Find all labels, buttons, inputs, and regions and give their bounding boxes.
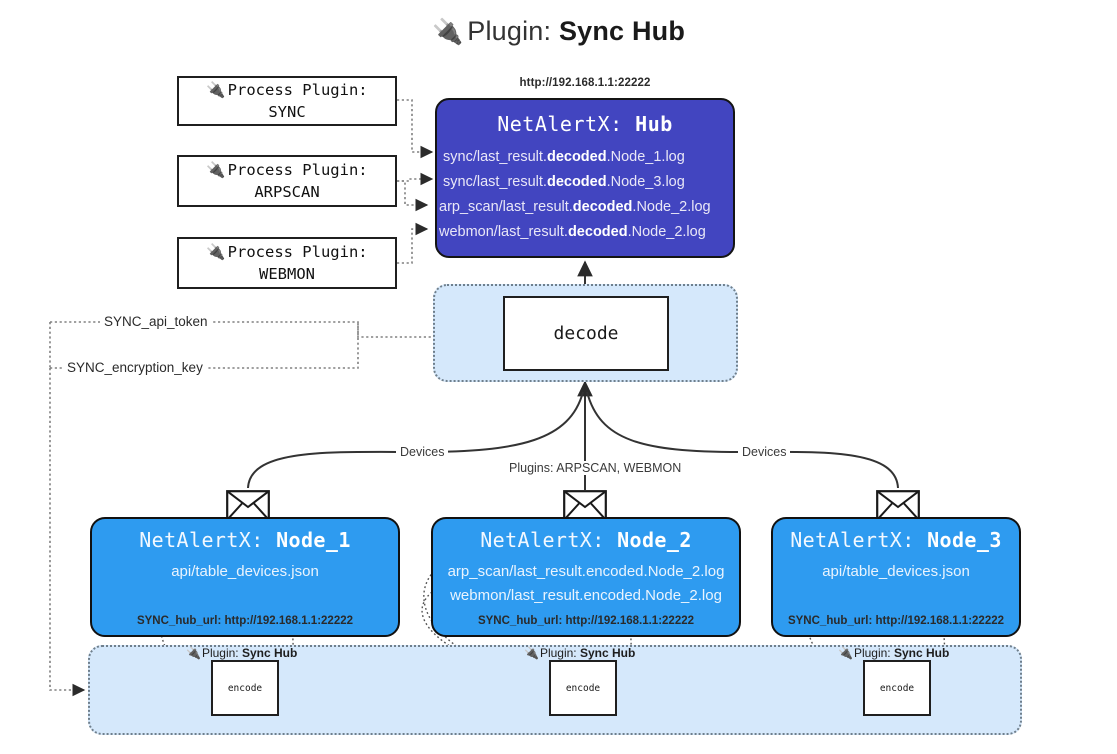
hub-title-name: Hub [635,112,673,136]
node-title-name: Node_2 [617,528,692,552]
node-line: arp_scan/last_result.encoded.Node_2.log [447,563,725,580]
node-line-list: api/table_devices.json [773,560,1019,584]
plug-icon: 🔌 [206,80,226,99]
page-title-prefix: Plugin: [467,16,552,46]
token-label-encryption: SYNC_encryption_key [63,360,207,375]
process-plugin-box-webmon[interactable]: 🔌Process Plugin: WEBMON [177,237,397,289]
node-title-prefix: NetAlertX: [790,528,915,552]
node-title: NetAlertX: Node_3 [773,528,1019,552]
encode-box-node-1[interactable]: encode [211,660,279,716]
plug-icon: 🔌 [524,646,539,660]
envelope-icon-node-1 [226,490,270,521]
node-title-name: Node_3 [927,528,1002,552]
node-title-prefix: NetAlertX: [480,528,605,552]
node-line: webmon/last_result.encoded.Node_2.log [450,587,722,605]
encoder-plugin-label-2: 🔌Plugin: Sync Hub [524,646,636,660]
node-hub-url: SYNC_hub_url: http://192.168.1.1:22222 [787,615,1005,627]
hub-log-item: webmon/last_result.decoded.Node_2.log [439,223,706,240]
hub-url-label: http://192.168.1.1:22222 [519,77,651,89]
encoder-plugin-label-3: 🔌Plugin: Sync Hub [838,646,950,660]
edge-label-devices-left: Devices [396,445,449,459]
process-plugin-title-text: Process Plugin: [227,80,368,99]
process-plugin-title: 🔌Process Plugin: [206,79,367,101]
decode-box[interactable]: decode [503,296,669,371]
process-plugin-name: WEBMON [259,265,315,283]
process-plugin-title-text: Process Plugin: [227,160,368,179]
hub-log-item: sync/last_result.decoded.Node_1.log [443,149,685,165]
node-title: NetAlertX: Node_2 [433,528,739,552]
encode-box-node-2[interactable]: encode [549,660,617,716]
node-title: NetAlertX: Node_1 [92,528,398,552]
process-plugin-title-text: Process Plugin: [227,242,368,261]
node-line: api/table_devices.json [171,563,319,580]
edge-label-devices-right: Devices [738,445,791,459]
node-hub-url: SYNC_hub_url: http://192.168.1.1:22222 [477,615,695,627]
encode-box-node-3[interactable]: encode [863,660,931,716]
plug-icon: 🔌 [186,646,201,660]
hub-title: NetAlertX: Hub [437,112,733,136]
page-title: 🔌Plugin: Sync Hub [0,16,1117,47]
hub-title-prefix: NetAlertX: [497,112,623,136]
hub-log-list: sync/last_result.decoded.Node_1.log sync… [437,145,733,245]
process-plugin-name: SYNC [268,103,306,121]
process-plugin-name: ARPSCAN [254,183,320,201]
node-box-node-3[interactable]: NetAlertX: Node_3 api/table_devices.json… [771,517,1021,637]
token-label-api: SYNC_api_token [100,314,212,329]
hub-node[interactable]: NetAlertX: Hub sync/last_result.decoded.… [435,98,735,258]
node-box-node-1[interactable]: NetAlertX: Node_1 api/table_devices.json… [90,517,400,637]
plug-icon: 🔌 [206,242,226,261]
process-plugin-box-arpscan[interactable]: 🔌Process Plugin: ARPSCAN [177,155,397,207]
process-plugin-box-sync[interactable]: 🔌Process Plugin: SYNC [177,76,397,126]
plug-icon: 🔌 [206,160,226,179]
envelope-icon-node-2 [563,490,607,521]
plug-icon: 🔌 [431,18,464,46]
node-line-list: api/table_devices.json [92,560,398,584]
hub-log-item: sync/last_result.decoded.Node_3.log [443,173,685,190]
node-box-node-2[interactable]: NetAlertX: Node_2 arp_scan/last_result.e… [431,517,741,637]
process-plugin-title: 🔌Process Plugin: [206,241,367,263]
envelope-icon-node-3 [876,490,920,521]
plug-icon: 🔌 [838,646,853,660]
node-title-prefix: NetAlertX: [139,528,264,552]
node-line-list: arp_scan/last_result.encoded.Node_2.log … [433,560,739,609]
encoder-plugin-label-1: 🔌Plugin: Sync Hub [186,646,298,660]
process-plugin-title: 🔌Process Plugin: [206,159,367,181]
node-line: api/table_devices.json [822,563,970,580]
page-title-name: Sync Hub [558,16,686,46]
node-hub-url: SYNC_hub_url: http://192.168.1.1:22222 [136,615,354,627]
hub-log-item: arp_scan/last_result.decoded.Node_2.log [439,198,711,215]
edge-label-plugins-mid: Plugins: ARPSCAN, WEBMON [505,461,686,475]
node-title-name: Node_1 [276,528,351,552]
